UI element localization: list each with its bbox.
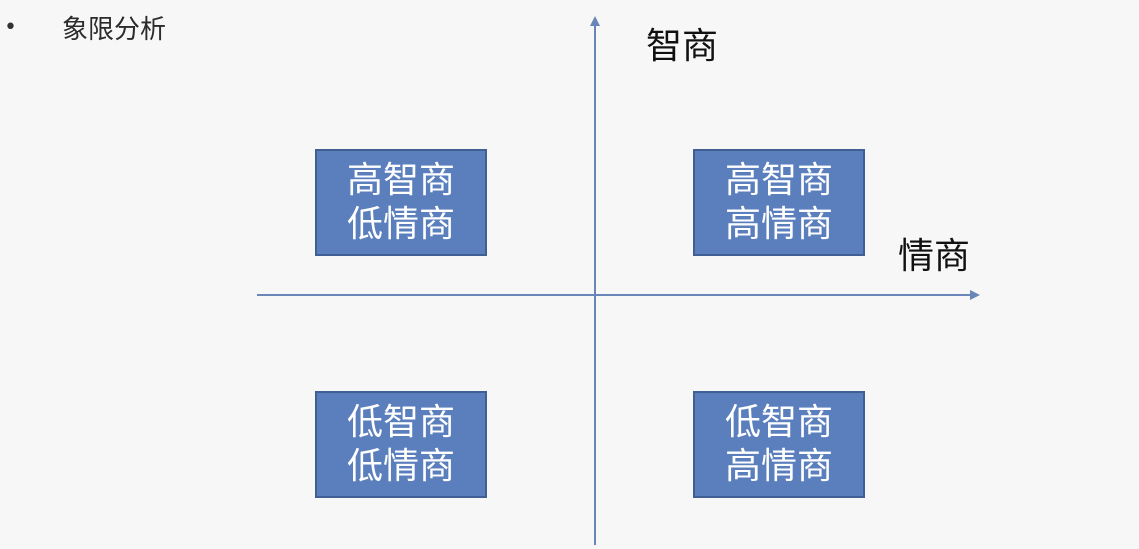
quadrant-top-right-line1: 高智商 — [724, 159, 833, 201]
quadrant-bottom-right: 低智商 高情商 — [693, 391, 865, 498]
bullet-marker: • — [4, 15, 17, 40]
quadrant-bottom-left: 低智商 低情商 — [315, 391, 487, 498]
quadrant-top-left-line2: 低情商 — [346, 203, 455, 245]
quadrant-bottom-left-line2: 低情商 — [346, 445, 455, 487]
quadrant-bottom-left-line1: 低智商 — [346, 401, 455, 443]
quadrant-top-left-line1: 高智商 — [346, 159, 455, 201]
x-axis-label: 情商 — [898, 236, 971, 277]
quadrant-top-right: 高智商 高情商 — [693, 149, 865, 256]
quadrant-bottom-right-line1: 低智商 — [724, 401, 833, 443]
quadrant-bottom-right-line2: 高情商 — [724, 445, 833, 487]
quadrant-top-right-line2: 高情商 — [724, 203, 833, 245]
slide-title: 象限分析 — [62, 15, 167, 45]
quadrant-top-left: 高智商 低情商 — [315, 149, 487, 256]
y-axis-label: 智商 — [646, 26, 719, 67]
